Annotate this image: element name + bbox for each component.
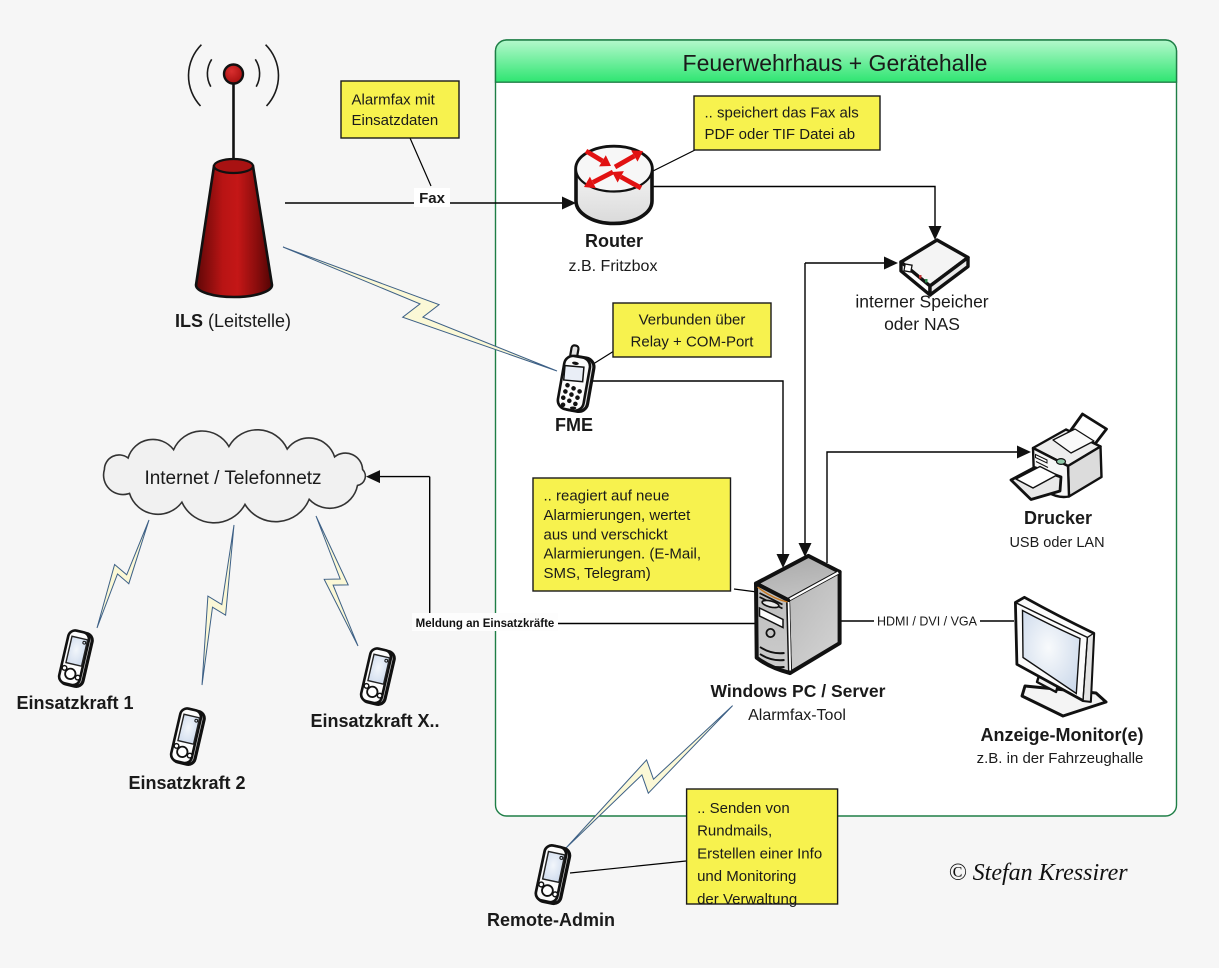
svg-text:z.B. Fritzbox: z.B. Fritzbox xyxy=(569,258,658,275)
svg-text:Verbunden über: Verbunden über xyxy=(639,312,746,329)
svg-text:FME: FME xyxy=(555,415,593,435)
svg-text:SMS, Telegram): SMS, Telegram) xyxy=(544,565,651,582)
svg-text:.. speichert das Fax als: .. speichert das Fax als xyxy=(705,104,859,121)
svg-text:Internet / Telefonnetz: Internet / Telefonnetz xyxy=(144,468,321,489)
svg-text:Feuerwehrhaus + Gerätehalle: Feuerwehrhaus + Gerätehalle xyxy=(683,50,988,76)
svg-text:Drucker: Drucker xyxy=(1024,508,1092,528)
svg-text:aus und verschickt: aus und verschickt xyxy=(544,526,669,543)
svg-text:Fax: Fax xyxy=(419,190,446,207)
svg-text:HDMI / DVI / VGA: HDMI / DVI / VGA xyxy=(877,615,978,629)
svg-text:Alarmfax-Tool: Alarmfax-Tool xyxy=(748,707,846,724)
svg-text:.. Senden von: .. Senden von xyxy=(697,800,790,817)
svg-text:der Verwaltung: der Verwaltung xyxy=(697,891,797,908)
svg-text:Einsatzkraft 2: Einsatzkraft 2 xyxy=(128,773,245,793)
svg-text:© Stefan Kressirer: © Stefan Kressirer xyxy=(948,860,1128,886)
svg-text:und Monitoring: und Monitoring xyxy=(697,868,796,885)
svg-text:Relay + COM-Port: Relay + COM-Port xyxy=(631,334,755,351)
svg-text:PDF oder TIF Datei ab: PDF oder TIF Datei ab xyxy=(705,126,856,143)
svg-text:Meldung an Einsatzkräfte: Meldung an Einsatzkräfte xyxy=(416,618,555,630)
svg-text:Einsatzkraft 1: Einsatzkraft 1 xyxy=(16,693,133,713)
svg-text:ILS (Leitstelle): ILS (Leitstelle) xyxy=(175,311,291,331)
svg-text:Alarmierungen. (E-Mail,: Alarmierungen. (E-Mail, xyxy=(544,546,702,563)
svg-text:Einsatzkraft X..: Einsatzkraft X.. xyxy=(310,711,439,731)
svg-text:oder NAS: oder NAS xyxy=(884,314,960,334)
svg-text:Anzeige-Monitor(e): Anzeige-Monitor(e) xyxy=(981,725,1144,745)
svg-text:Remote-Admin: Remote-Admin xyxy=(487,910,615,930)
svg-text:Windows PC / Server: Windows PC / Server xyxy=(711,681,886,701)
svg-text:Erstellen einer Info: Erstellen einer Info xyxy=(697,845,822,862)
svg-text:Rundmails,: Rundmails, xyxy=(697,823,772,840)
svg-text:Alarmfax mit: Alarmfax mit xyxy=(352,92,436,109)
svg-text:Router: Router xyxy=(585,231,643,251)
svg-text:USB oder LAN: USB oder LAN xyxy=(1009,535,1104,551)
svg-text:Alarmierungen, wertet: Alarmierungen, wertet xyxy=(544,507,692,524)
svg-text:.. reagiert auf neue: .. reagiert auf neue xyxy=(544,488,670,505)
svg-text:Einsatzdaten: Einsatzdaten xyxy=(352,112,439,129)
svg-text:interner Speicher: interner Speicher xyxy=(855,292,988,312)
svg-text:z.B. in der Fahrzeughalle: z.B. in der Fahrzeughalle xyxy=(977,750,1144,767)
